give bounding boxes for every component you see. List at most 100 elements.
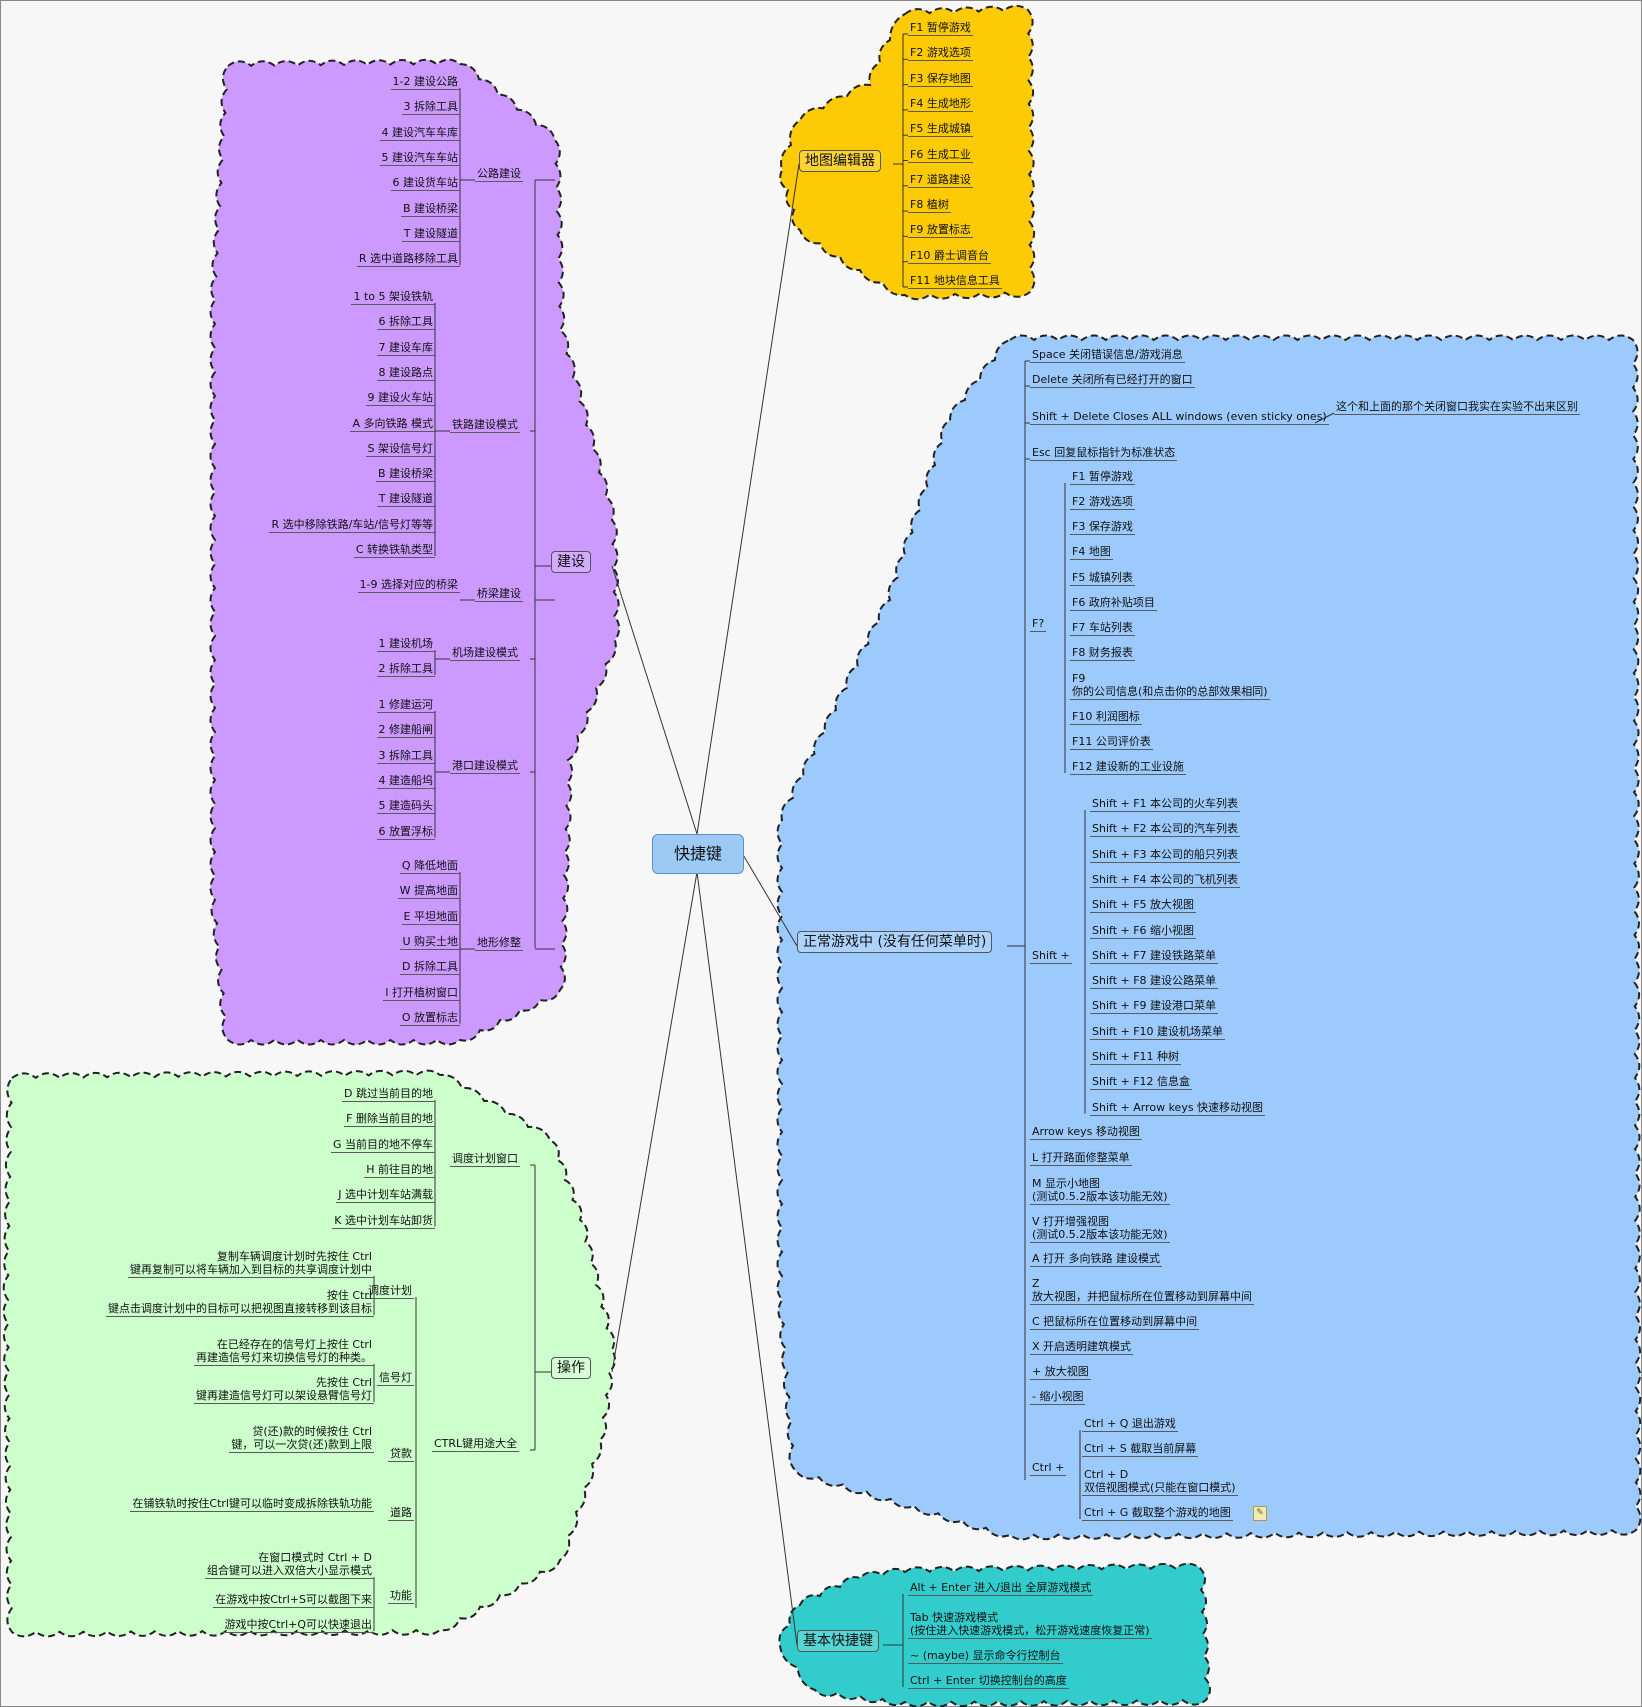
operate-ctrl-road-item[interactable]: 在铺铁轨时按住Ctrl键可以临时变成拆除铁轨功能 bbox=[130, 1497, 374, 1512]
normal-f-item[interactable]: F2 游戏选项 bbox=[1070, 495, 1135, 510]
branch-map-editor[interactable]: 地图编辑器 bbox=[799, 150, 881, 172]
normal-f-item[interactable]: F9 你的公司信息(和点击你的总部效果相同) bbox=[1070, 672, 1270, 700]
normal-f-item[interactable]: F4 地图 bbox=[1070, 545, 1113, 560]
build-road-item[interactable]: 5 建设汽车车站 bbox=[379, 150, 460, 166]
operate-ctrl-func-label[interactable]: 功能 bbox=[388, 1589, 414, 1604]
editor-item[interactable]: F2 游戏选项 bbox=[908, 46, 973, 62]
editor-item[interactable]: F7 道路建设 bbox=[908, 172, 973, 188]
normal-f-item[interactable]: F3 保存游戏 bbox=[1070, 520, 1135, 535]
build-road-item[interactable]: 3 拆除工具 bbox=[401, 100, 460, 116]
basic-item[interactable]: Tab 快速游戏模式 (按住进入快速游戏模式，松开游戏速度恢复正常) bbox=[908, 1611, 1152, 1639]
operate-ctrl-func-item[interactable]: 在窗口模式时 Ctrl + D 组合键可以进入双倍大小显示模式 bbox=[205, 1551, 374, 1579]
operate-sw-item[interactable]: G 当前目的地不停车 bbox=[330, 1137, 435, 1153]
normal-top-item[interactable]: Delete 关闭所有已经打开的窗口 bbox=[1030, 373, 1195, 388]
build-airport-label[interactable]: 机场建设模式 bbox=[450, 646, 520, 661]
build-port-item[interactable]: 6 放置浮标 bbox=[376, 824, 435, 840]
operate-sw-item[interactable]: J 选中计划车站满载 bbox=[336, 1188, 435, 1204]
build-road-item[interactable]: B 建设桥梁 bbox=[400, 201, 460, 217]
build-rail-item[interactable]: T 建设隧道 bbox=[376, 492, 435, 508]
operate-ctrl-schedule-label[interactable]: 调度计划 bbox=[366, 1284, 414, 1299]
normal-shift-item[interactable]: Shift + F10 建设机场菜单 bbox=[1090, 1024, 1226, 1040]
editor-item[interactable]: F5 生成城镇 bbox=[908, 122, 973, 138]
normal-shift-item[interactable]: Shift + F11 种树 bbox=[1090, 1050, 1182, 1065]
build-terrain-label[interactable]: 地形修整 bbox=[475, 936, 523, 951]
build-rail-item[interactable]: 9 建设火车站 bbox=[365, 391, 435, 407]
normal-misc-item[interactable]: X 开启透明建筑模式 bbox=[1030, 1340, 1134, 1355]
build-terrain-item[interactable]: E 平坦地面 bbox=[401, 909, 460, 925]
build-port-item[interactable]: 1 修建运河 bbox=[376, 698, 435, 713]
normal-shift-item[interactable]: Shift + F12 信息盒 bbox=[1090, 1075, 1193, 1091]
build-port-label[interactable]: 港口建设模式 bbox=[450, 759, 520, 774]
build-rail-label[interactable]: 铁路建设模式 bbox=[450, 418, 520, 433]
normal-misc-item[interactable]: L 打开路面修整菜单 bbox=[1030, 1151, 1132, 1166]
normal-ctrl-item[interactable]: Ctrl + S 截取当前屏幕 bbox=[1082, 1442, 1199, 1457]
normal-shift-item[interactable]: Shift + Arrow keys 快速移动视图 bbox=[1090, 1100, 1266, 1116]
build-port-item[interactable]: 4 建造船坞 bbox=[376, 773, 435, 789]
normal-top-item[interactable]: Esc 回复鼠标指针为标准状态 bbox=[1030, 446, 1178, 461]
normal-shift-item[interactable]: Shift + F3 本公司的船只列表 bbox=[1090, 847, 1241, 863]
normal-f-item[interactable]: F8 财务报表 bbox=[1070, 646, 1135, 661]
build-terrain-item[interactable]: D 拆除工具 bbox=[400, 960, 460, 976]
build-rail-item[interactable]: A 多向铁路 模式 bbox=[350, 416, 435, 432]
build-port-item[interactable]: 5 建造码头 bbox=[376, 799, 435, 815]
build-bridge-item[interactable]: 1-9 选择对应的桥梁 bbox=[357, 578, 460, 593]
build-port-item[interactable]: 3 拆除工具 bbox=[376, 748, 435, 764]
editor-item[interactable]: F10 爵士调音台 bbox=[908, 248, 991, 264]
normal-misc-item[interactable]: - 缩小视图 bbox=[1030, 1390, 1086, 1405]
build-rail-item[interactable]: 8 建设路点 bbox=[376, 365, 435, 381]
operate-ctrl-label[interactable]: CTRL键用途大全 bbox=[432, 1437, 520, 1452]
normal-f-item[interactable]: F12 建设新的工业设施 bbox=[1070, 760, 1186, 775]
build-road-label[interactable]: 公路建设 bbox=[475, 167, 523, 182]
operate-sw-item[interactable]: D 跳过当前目的地 bbox=[342, 1087, 435, 1102]
normal-shift-item[interactable]: Shift + F2 本公司的汽车列表 bbox=[1090, 822, 1241, 838]
branch-basic-keys[interactable]: 基本快捷键 bbox=[797, 1630, 879, 1652]
normal-shift-item[interactable]: Shift + F7 建设铁路菜单 bbox=[1090, 948, 1219, 964]
normal-misc-item[interactable]: C 把鼠标所在位置移动到屏幕中间 bbox=[1030, 1315, 1200, 1330]
branch-build[interactable]: 建设 bbox=[551, 551, 591, 573]
basic-item[interactable]: ~ (maybe) 显示命令行控制台 bbox=[908, 1649, 1063, 1664]
normal-top-item[interactable]: Shift + Delete Closes ALL windows (even … bbox=[1030, 410, 1329, 425]
operate-ctrl-schedule-item[interactable]: 按住 Ctrl 键点击调度计划中的目标可以把视图直接转移到该目标 bbox=[106, 1289, 374, 1317]
build-airport-item[interactable]: 2 拆除工具 bbox=[376, 662, 435, 677]
operate-sw-item[interactable]: K 选中计划车站卸货 bbox=[332, 1213, 435, 1229]
operate-ctrl-func-item[interactable]: 游戏中按Ctrl+Q可以快速退出 bbox=[222, 1618, 374, 1633]
operate-ctrl-signal-label[interactable]: 信号灯 bbox=[377, 1371, 414, 1386]
operate-ctrl-road-label[interactable]: 道路 bbox=[388, 1506, 414, 1521]
normal-f-item[interactable]: F1 暂停游戏 bbox=[1070, 470, 1135, 485]
branch-operate[interactable]: 操作 bbox=[551, 1357, 591, 1379]
build-road-item[interactable]: T 建设隧道 bbox=[401, 226, 460, 242]
normal-ctrl-item[interactable]: Ctrl + G 截取整个游戏的地图 bbox=[1082, 1506, 1233, 1521]
operate-sw-item[interactable]: H 前往目的地 bbox=[364, 1162, 435, 1178]
build-road-item[interactable]: R 选中道路移除工具 bbox=[356, 252, 460, 268]
normal-f-item[interactable]: F10 利润图标 bbox=[1070, 710, 1142, 725]
normal-misc-item[interactable]: Z 放大视图，并把鼠标所在位置移动到屏幕中间 bbox=[1030, 1277, 1254, 1305]
normal-f-item[interactable]: F7 车站列表 bbox=[1070, 621, 1135, 636]
build-rail-item[interactable]: 1 to 5 架设铁轨 bbox=[351, 290, 435, 305]
operate-ctrl-loan-label[interactable]: 贷款 bbox=[388, 1447, 414, 1462]
build-rail-item[interactable]: B 建设桥梁 bbox=[375, 467, 435, 483]
normal-f-item[interactable]: F11 公司评价表 bbox=[1070, 735, 1153, 750]
build-rail-item[interactable]: 6 拆除工具 bbox=[376, 315, 435, 331]
editor-item[interactable]: F9 放置标志 bbox=[908, 223, 973, 239]
normal-shift-label[interactable]: Shift + bbox=[1030, 949, 1072, 964]
build-bridge-label[interactable]: 桥梁建设 bbox=[475, 587, 523, 602]
normal-misc-item[interactable]: A 打开 多向铁路 建设模式 bbox=[1030, 1252, 1163, 1267]
build-rail-item[interactable]: 7 建设车库 bbox=[376, 340, 435, 356]
normal-shift-item[interactable]: Shift + F9 建设港口菜单 bbox=[1090, 999, 1219, 1015]
operate-schedule-window-label[interactable]: 调度计划窗口 bbox=[450, 1152, 520, 1167]
operate-ctrl-loan-item[interactable]: 贷(还)款的时候按住 Ctrl 键，可以一次贷(还)款到上限 bbox=[229, 1425, 374, 1453]
editor-item[interactable]: F6 生成工业 bbox=[908, 147, 973, 163]
editor-item[interactable]: F1 暂停游戏 bbox=[908, 21, 973, 36]
basic-item[interactable]: Ctrl + Enter 切换控制台的高度 bbox=[908, 1674, 1069, 1689]
normal-misc-item[interactable]: M 显示小地图 (测试0.5.2版本该功能无效) bbox=[1030, 1177, 1170, 1205]
normal-misc-item[interactable]: V 打开增强视图 (测试0.5.2版本该功能无效) bbox=[1030, 1215, 1170, 1243]
operate-ctrl-signal-item[interactable]: 先按住 Ctrl 键再建造信号灯可以架设悬臂信号灯 bbox=[194, 1376, 374, 1404]
build-road-item[interactable]: 1-2 建设公路 bbox=[390, 75, 460, 90]
editor-item[interactable]: F11 地块信息工具 bbox=[908, 274, 1002, 289]
build-rail-item[interactable]: C 转换铁轨类型 bbox=[353, 543, 435, 558]
editor-item[interactable]: F3 保存地图 bbox=[908, 71, 973, 87]
normal-shift-item[interactable]: Shift + F6 缩小视图 bbox=[1090, 923, 1197, 939]
operate-sw-item[interactable]: F 删除当前目的地 bbox=[344, 1112, 435, 1128]
normal-shift-item[interactable]: Shift + F4 本公司的飞机列表 bbox=[1090, 872, 1241, 888]
shift-delete-note[interactable]: 这个和上面的那个关闭窗口我实在实验不出来区别 bbox=[1334, 400, 1580, 415]
